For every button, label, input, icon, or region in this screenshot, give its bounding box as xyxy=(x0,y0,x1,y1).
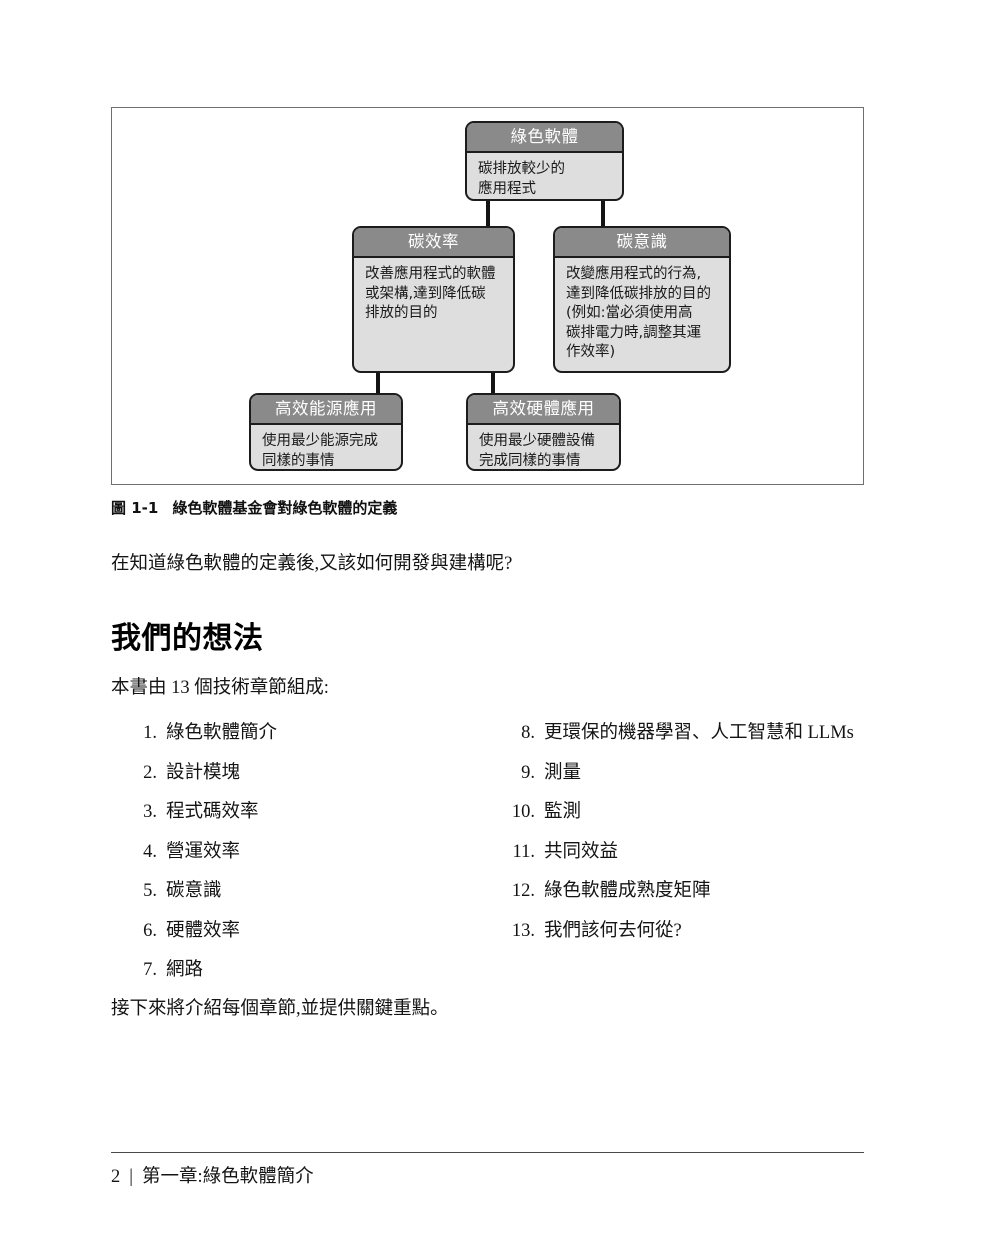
list-item-number: 13. xyxy=(511,920,535,941)
node-body-energy-efficiency: 使用最少能源完成 同樣的事情 xyxy=(262,433,378,469)
node-title-energy-efficiency: 高效能源應用 xyxy=(251,395,401,425)
list-item: 2. 設計模塊 xyxy=(127,758,457,798)
diagram-node-energy-efficiency: 高效能源應用 使用最少能源完成 同樣的事情 xyxy=(249,393,403,471)
section-heading-our-thoughts: 我們的想法 xyxy=(111,621,264,656)
connector-efficiency-to-energy xyxy=(376,373,380,393)
list-item-number: 6. xyxy=(143,920,157,941)
node-title-green-software: 綠色軟體 xyxy=(467,123,622,153)
list-item-number: 2. xyxy=(143,762,157,783)
list-item-label: 監測 xyxy=(544,802,582,822)
list-item-number: 7. xyxy=(143,960,157,980)
list-item-number: 1. xyxy=(143,723,157,743)
list-item-number: 9. xyxy=(521,762,535,783)
chapter-list-left-column: 1. 綠色軟體簡介 2. 設計模塊 3. 程式碼效率 4. 營運效率 5. 碳意識 6. 硬… xyxy=(127,718,457,995)
list-item-label: 硬體效率 xyxy=(166,920,241,941)
footer-separator: | xyxy=(129,1167,133,1187)
node-title-hardware-efficiency: 高效硬體應用 xyxy=(468,395,619,425)
connector-root-to-carbon-awareness xyxy=(601,201,605,226)
list-item-number: 4. xyxy=(143,841,157,862)
node-body-carbon-awareness: 改變應用程式的行為, 達到降低碳排放的目的 (例如:當必須使用高 碳排電力時,調… xyxy=(566,266,711,360)
list-item-label: 我們該何去何從? xyxy=(544,920,682,941)
diagram-node-green-software: 綠色軟體 碳排放較少的 應用程式 xyxy=(465,121,624,201)
footer-page-number: 2 xyxy=(111,1167,121,1187)
list-item-label: 共同效益 xyxy=(544,841,619,862)
list-item-number: 10. xyxy=(511,802,535,822)
page-footer: 2 | 第一章:綠色軟體簡介 xyxy=(111,1162,314,1188)
list-item-number: 5. xyxy=(143,881,157,901)
node-body-hardware-efficiency: 使用最少硬體設備 完成同樣的事情 xyxy=(479,433,595,469)
list-item: 13. 我們該何去何從? xyxy=(505,916,905,956)
list-item: 1. 綠色軟體簡介 xyxy=(127,718,457,758)
intro-paragraph: 在知道綠色軟體的定義後,又該如何開發與建構呢? xyxy=(111,554,513,574)
list-item: 4. 營運效率 xyxy=(127,837,457,877)
green-software-definition-diagram: 綠色軟體 碳排放較少的 應用程式 碳效率 改善應用程式的軟體 或架構,達到降低碳… xyxy=(112,108,865,486)
diagram-node-carbon-awareness: 碳意識 改變應用程式的行為, 達到降低碳排放的目的 (例如:當必須使用高 碳排電… xyxy=(553,226,731,373)
list-item: 3. 程式碼效率 xyxy=(127,797,457,837)
list-item-label: 綠色軟體簡介 xyxy=(166,723,278,743)
list-item: 6. 硬體效率 xyxy=(127,916,457,956)
node-body-carbon-efficiency: 改善應用程式的軟體 或架構,達到降低碳 排放的目的 xyxy=(365,266,496,321)
node-title-carbon-efficiency: 碳效率 xyxy=(354,228,513,258)
list-item-label: 網路 xyxy=(166,960,204,980)
node-body-green-software: 碳排放較少的 應用程式 xyxy=(478,161,565,197)
connector-efficiency-to-hardware xyxy=(491,373,495,393)
figure-caption-number: 圖 1-1 xyxy=(111,499,159,517)
list-item-number: 12. xyxy=(511,881,535,901)
list-item-label: 營運效率 xyxy=(166,841,241,862)
list-item-label: 碳意識 xyxy=(166,881,222,901)
list-item-label: 程式碼效率 xyxy=(166,802,259,822)
list-item: 9. 測量 xyxy=(505,758,905,798)
list-item-number: 11. xyxy=(512,841,535,862)
figure-caption-text: 綠色軟體基金會對綠色軟體的定義 xyxy=(172,499,398,517)
node-title-carbon-awareness: 碳意識 xyxy=(555,228,729,258)
list-item-label: 更環保的機器學習、人工智慧和 LLMs xyxy=(544,723,854,743)
list-item-number: 3. xyxy=(143,802,157,822)
chapters-lead-paragraph: 本書由 13 個技術章節組成: xyxy=(111,678,329,698)
figure-caption: 圖 1-1 綠色軟體基金會對綠色軟體的定義 xyxy=(111,497,397,518)
list-item: 10. 監測 xyxy=(505,797,905,837)
diagram-node-carbon-efficiency: 碳效率 改善應用程式的軟體 或架構,達到降低碳 排放的目的 xyxy=(352,226,515,373)
chapter-list-right-column: 8. 更環保的機器學習、人工智慧和 LLMs 9. 測量 10. 監測 11. 共同效益… xyxy=(505,718,905,955)
list-item: 5. 碳意識 xyxy=(127,876,457,916)
list-item-label: 測量 xyxy=(544,762,582,783)
connector-root-to-carbon-efficiency xyxy=(486,201,490,226)
footer-chapter-title: 第一章:綠色軟體簡介 xyxy=(141,1167,314,1187)
list-item-label: 綠色軟體成熟度矩陣 xyxy=(544,881,711,901)
list-item-number: 8. xyxy=(521,723,535,743)
list-item: 8. 更環保的機器學習、人工智慧和 LLMs xyxy=(505,718,905,758)
list-item: 11. 共同效益 xyxy=(505,837,905,877)
diagram-node-hardware-efficiency: 高效硬體應用 使用最少硬體設備 完成同樣的事情 xyxy=(466,393,621,471)
closing-paragraph: 接下來將介紹每個章節,並提供關鍵重點。 xyxy=(111,999,449,1019)
footer-divider xyxy=(111,1152,864,1153)
figure-1-1-frame: 綠色軟體 碳排放較少的 應用程式 碳效率 改善應用程式的軟體 或架構,達到降低碳… xyxy=(111,107,864,485)
list-item-label: 設計模塊 xyxy=(166,762,241,783)
list-item: 7. 網路 xyxy=(127,955,457,995)
list-item: 12. 綠色軟體成熟度矩陣 xyxy=(505,876,905,916)
